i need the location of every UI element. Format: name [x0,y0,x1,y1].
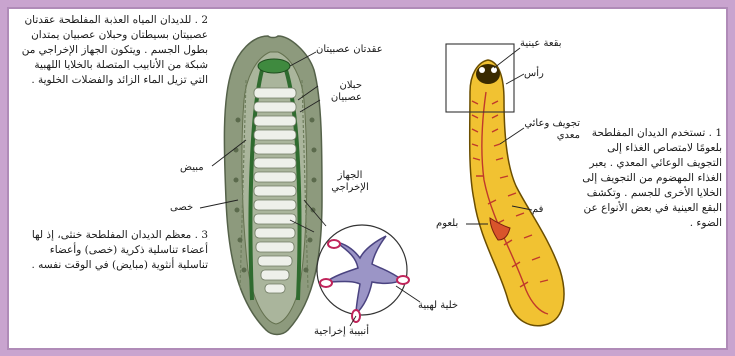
flatworm-body [470,60,564,326]
label-ovary: مبيض [180,162,204,174]
label-excretory-tube: أنبيبة إخراجية [314,326,369,338]
label-gastrovascular: تجويف وعائي معدي [522,118,580,142]
head-dark [476,64,500,84]
label-flame-cell: خلية لهبية [418,300,458,312]
label-pharynx: بلعوم [436,218,458,230]
label-nerve-cords: حبلان عصبيان [316,80,362,104]
eyespot-left [479,67,485,73]
flatworm-yellow [446,44,564,326]
label-head: رأس [524,68,544,80]
paragraph-3: 3 . معظم الديدان المفلطحة خنثى، إذ لها أ… [18,228,208,273]
paragraph-1: 1 . تستخدم الديدان المفلطحة بلعومًا لامت… [580,126,722,231]
paragraph-2: 2 . للديدان المياه العذبة المفلطحة عقدتا… [18,13,208,88]
label-eyespot: بقعة عينية [520,38,562,50]
label-mouth: فم [532,204,543,216]
gonad-rows [254,88,296,293]
label-testis: خصى [170,202,193,214]
planaria [200,36,326,335]
label-ganglia: عقدتان عصبيتان [316,44,383,56]
label-excretory: الجهاز الإخراجي [322,170,378,194]
ganglia [258,59,290,73]
